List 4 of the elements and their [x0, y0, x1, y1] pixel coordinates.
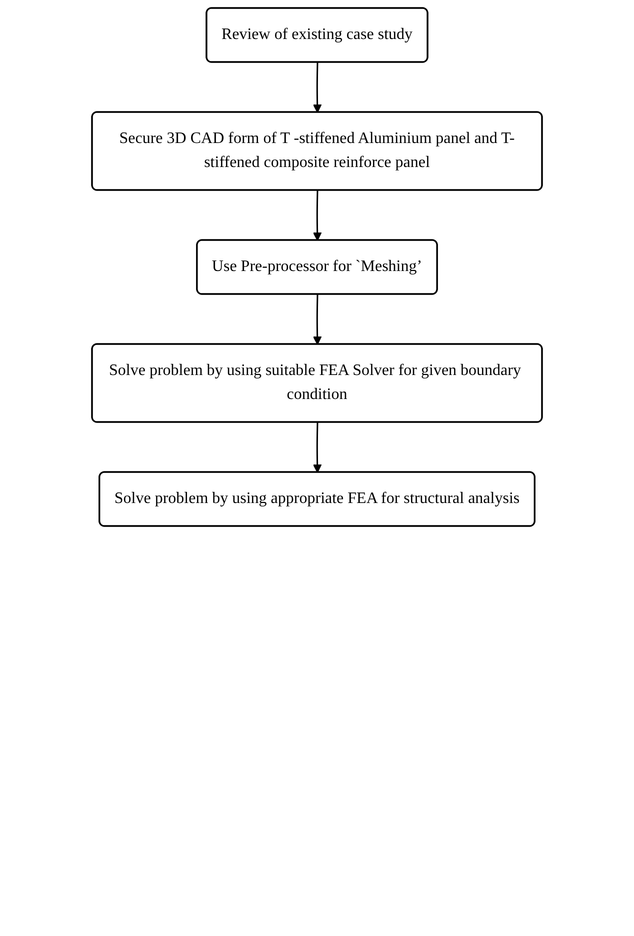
arrow — [312, 190, 322, 241]
arrow — [312, 422, 322, 473]
arrow — [312, 294, 322, 345]
arrow — [312, 62, 322, 113]
